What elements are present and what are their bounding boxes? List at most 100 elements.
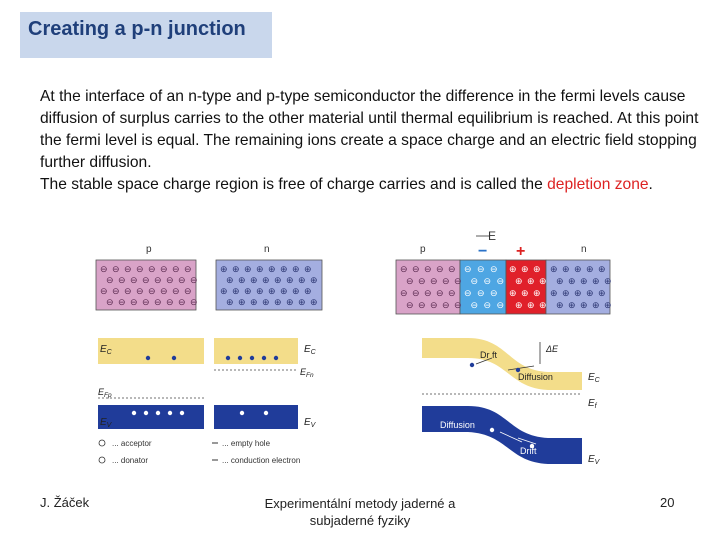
valence-band-junction bbox=[422, 406, 582, 464]
paragraph-2-end: . bbox=[648, 176, 653, 193]
ec-label-junction: EC bbox=[588, 372, 601, 384]
acceptor-ion: ⊖ bbox=[400, 288, 408, 298]
ionized-acceptor: ⊖ bbox=[484, 300, 492, 310]
acceptor-ion: ⊖ bbox=[442, 300, 450, 310]
donator-ion: ⊕ bbox=[232, 264, 240, 274]
acceptor-ion: ⊖ bbox=[436, 288, 444, 298]
legend-acceptor: ... acceptor bbox=[112, 439, 152, 448]
legend-hole: ... empty hole bbox=[222, 439, 271, 448]
donator-ion: ⊕ bbox=[586, 288, 594, 298]
acceptor-ion: ⊖ bbox=[118, 275, 126, 285]
drift-label-bottom: Drift bbox=[520, 446, 537, 456]
diffusion-label-bottom: Diffusion bbox=[440, 420, 475, 430]
acceptor-ion: ⊖ bbox=[142, 297, 150, 307]
donator-ion: ⊕ bbox=[586, 264, 594, 274]
electron bbox=[145, 355, 151, 361]
ionized-acceptor: ⊖ bbox=[471, 300, 479, 310]
electron bbox=[469, 362, 475, 368]
donator-ion: ⊕ bbox=[580, 276, 588, 286]
donator-charges-left: ⊕⊕⊕⊕⊕⊕⊕⊕⊕⊕⊕⊕⊕⊕⊕⊕⊕⊕⊕⊕⊕⊕⊕⊕⊕⊕⊕⊕⊕⊕⊕⊕ bbox=[220, 264, 318, 307]
acceptor-ion: ⊖ bbox=[400, 264, 408, 274]
ionized-donator: ⊕ bbox=[533, 264, 541, 274]
donator-ion: ⊕ bbox=[556, 276, 564, 286]
acceptor-ion: ⊖ bbox=[448, 264, 456, 274]
acceptor-ion: ⊖ bbox=[430, 276, 438, 286]
acceptor-ion: ⊖ bbox=[154, 275, 162, 285]
donator-ion: ⊕ bbox=[310, 297, 318, 307]
acceptor-ion: ⊖ bbox=[112, 264, 120, 274]
acceptor-ion: ⊖ bbox=[160, 264, 168, 274]
electron bbox=[515, 367, 521, 373]
ionized-donator: ⊕ bbox=[539, 300, 547, 310]
ionized-acceptor: ⊖ bbox=[464, 264, 472, 274]
acceptor-ion: ⊖ bbox=[136, 286, 144, 296]
ec-label-right: EC bbox=[304, 344, 317, 356]
donator-ion: ⊕ bbox=[580, 300, 588, 310]
hole bbox=[489, 427, 495, 433]
acceptor-ion: ⊖ bbox=[418, 300, 426, 310]
donator-ion: ⊕ bbox=[598, 264, 606, 274]
donator-ion: ⊕ bbox=[238, 275, 246, 285]
acceptor-ion: ⊖ bbox=[172, 286, 180, 296]
donator-ion: ⊕ bbox=[556, 300, 564, 310]
donator-ion: ⊕ bbox=[568, 276, 576, 286]
donator-ion: ⊕ bbox=[238, 297, 246, 307]
donator-ion: ⊕ bbox=[280, 264, 288, 274]
ionized-acceptor: ⊖ bbox=[471, 276, 479, 286]
acceptor-ion: ⊖ bbox=[454, 276, 462, 286]
acceptor-ion: ⊖ bbox=[130, 275, 138, 285]
acceptor-ion: ⊖ bbox=[160, 286, 168, 296]
legend-electron: ... conduction electron bbox=[222, 456, 300, 465]
acceptor-ion: ⊖ bbox=[100, 286, 108, 296]
ionized-donator: ⊕ bbox=[527, 300, 535, 310]
ionized-donator: ⊕ bbox=[521, 264, 529, 274]
acceptor-charges-left: ⊖⊖⊖⊖⊖⊖⊖⊖⊖⊖⊖⊖⊖⊖⊖⊖⊖⊖⊖⊖⊖⊖⊖⊖⊖⊖⊖⊖⊖⊖⊖⊖ bbox=[100, 264, 198, 307]
acceptor-ion: ⊖ bbox=[436, 264, 444, 274]
donator-ion: ⊕ bbox=[262, 275, 270, 285]
drift-arrow-top bbox=[475, 357, 493, 365]
electron bbox=[261, 355, 267, 361]
acceptor-ion: ⊖ bbox=[136, 264, 144, 274]
n-region-right bbox=[545, 259, 611, 315]
acceptor-ion: ⊖ bbox=[184, 286, 192, 296]
ionized-acceptor: ⊖ bbox=[484, 276, 492, 286]
efn-label: EFn bbox=[300, 367, 314, 379]
minus-sign: − bbox=[478, 243, 487, 260]
donator-ion: ⊕ bbox=[298, 297, 306, 307]
electron bbox=[273, 355, 279, 361]
donator-ion: ⊕ bbox=[226, 297, 234, 307]
ev-label-junction: EV bbox=[588, 454, 601, 466]
donator-ion: ⊕ bbox=[250, 297, 258, 307]
donator-ion: ⊕ bbox=[304, 286, 312, 296]
donator-ion: ⊕ bbox=[292, 264, 300, 274]
conduction-band-n-left bbox=[214, 338, 298, 364]
hole bbox=[131, 410, 137, 416]
hole bbox=[263, 410, 269, 416]
pn-junction-figure: p n ⊖⊖⊖⊖⊖⊖⊖⊖⊖⊖⊖⊖⊖⊖⊖⊖⊖⊖⊖⊖⊖⊖⊖⊖⊖⊖⊖⊖⊖⊖⊖⊖ ⊕⊕⊕… bbox=[95, 230, 612, 466]
donator-ion: ⊕ bbox=[280, 286, 288, 296]
acceptor-ion: ⊖ bbox=[106, 275, 114, 285]
donator-ion: ⊕ bbox=[574, 264, 582, 274]
donator-ion: ⊕ bbox=[268, 286, 276, 296]
electron bbox=[171, 355, 177, 361]
donator-ion: ⊕ bbox=[250, 275, 258, 285]
conduction-band-junction bbox=[422, 338, 582, 390]
ionized-donator: ⊕ bbox=[515, 276, 523, 286]
ionized-acceptor: ⊖ bbox=[497, 300, 505, 310]
title-box: Creating a p-n junction bbox=[20, 12, 272, 58]
depletion-zone-term: depletion zone bbox=[547, 176, 649, 193]
donator-ion: ⊕ bbox=[292, 286, 300, 296]
hole bbox=[155, 410, 161, 416]
donator-ion: ⊕ bbox=[262, 297, 270, 307]
valence-band-n-left bbox=[214, 405, 298, 429]
donator-ion: ⊕ bbox=[310, 275, 318, 285]
n-block-left bbox=[215, 259, 323, 311]
acceptor-ion: ⊖ bbox=[190, 297, 198, 307]
ionized-donator: ⊕ bbox=[533, 288, 541, 298]
acceptor-ion: ⊖ bbox=[424, 264, 432, 274]
acceptor-ion: ⊖ bbox=[454, 300, 462, 310]
ionized-acceptor: ⊖ bbox=[477, 264, 485, 274]
donator-legend-icon bbox=[98, 456, 106, 464]
hole bbox=[239, 410, 245, 416]
acceptor-ion: ⊖ bbox=[184, 264, 192, 274]
